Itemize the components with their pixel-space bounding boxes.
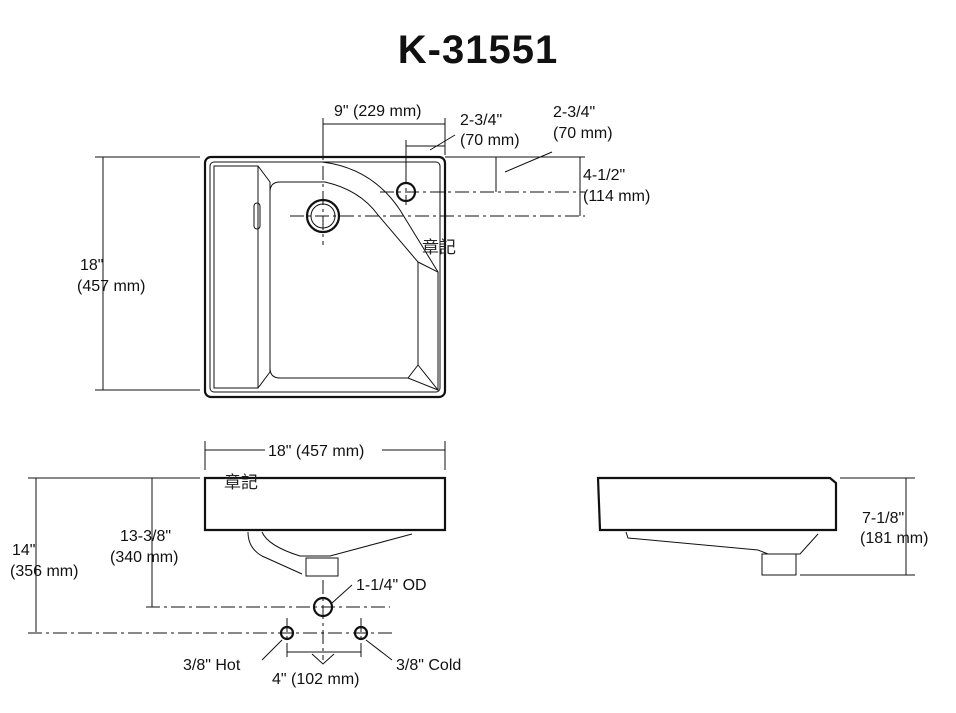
dim-412-in: 4-1/2" bbox=[583, 167, 625, 184]
side-trap bbox=[761, 553, 797, 576]
dim-1338-mm: (340 mm) bbox=[110, 549, 178, 566]
front-view: 18" (457 mm) 章記 14" (356 mm) 13-3/8" (34… bbox=[10, 441, 461, 688]
dim-18-mm: (457 mm) bbox=[77, 278, 145, 295]
page-title: K-31551 bbox=[397, 28, 559, 72]
basin-outline bbox=[203, 155, 447, 399]
dim-1338-in: 13-3/8" bbox=[120, 528, 171, 545]
dim-14-mm: (356 mm) bbox=[10, 563, 78, 580]
dim-18-in: 18" bbox=[80, 257, 103, 274]
overflow-slot bbox=[253, 202, 261, 230]
drain-od-label: 1-1/4" OD bbox=[356, 577, 427, 594]
dim-width-label: 18" (457 mm) bbox=[268, 443, 364, 460]
top-view: 9" (229 mm) 2-3/4" (70 mm) 2-3/4" (70 mm… bbox=[77, 103, 650, 399]
drain-outlet-icon bbox=[312, 596, 334, 618]
dim-234a-in: 2-3/4" bbox=[460, 112, 502, 129]
stamp-mark-2: 章記 bbox=[224, 473, 258, 493]
spacing-label: 4" (102 mm) bbox=[272, 671, 359, 688]
dim-14-in: 14" bbox=[12, 542, 35, 559]
side-view: 7-1/8" (181 mm) bbox=[596, 476, 928, 576]
left-deck bbox=[213, 165, 271, 389]
front-trap bbox=[305, 557, 339, 577]
dim-412-mm: (114 mm) bbox=[583, 188, 650, 205]
faucet-deck-edge bbox=[321, 161, 439, 273]
hot-label: 3/8" Hot bbox=[183, 657, 241, 674]
dim-9-label: 9" (229 mm) bbox=[334, 103, 421, 120]
front-basin-body bbox=[203, 476, 447, 532]
dim-234b-mm: (70 mm) bbox=[553, 125, 613, 142]
side-basin-body bbox=[596, 476, 838, 532]
cold-label: 3/8" Cold bbox=[396, 657, 461, 674]
dim-234b-in: 2-3/4" bbox=[553, 104, 595, 121]
dim-234a-mm: (70 mm) bbox=[460, 132, 520, 149]
side-dim-in: 7-1/8" bbox=[862, 510, 904, 527]
inner-bowl bbox=[269, 181, 419, 379]
stamp-mark: 章記 bbox=[422, 238, 456, 258]
side-dim-mm: (181 mm) bbox=[860, 530, 928, 547]
